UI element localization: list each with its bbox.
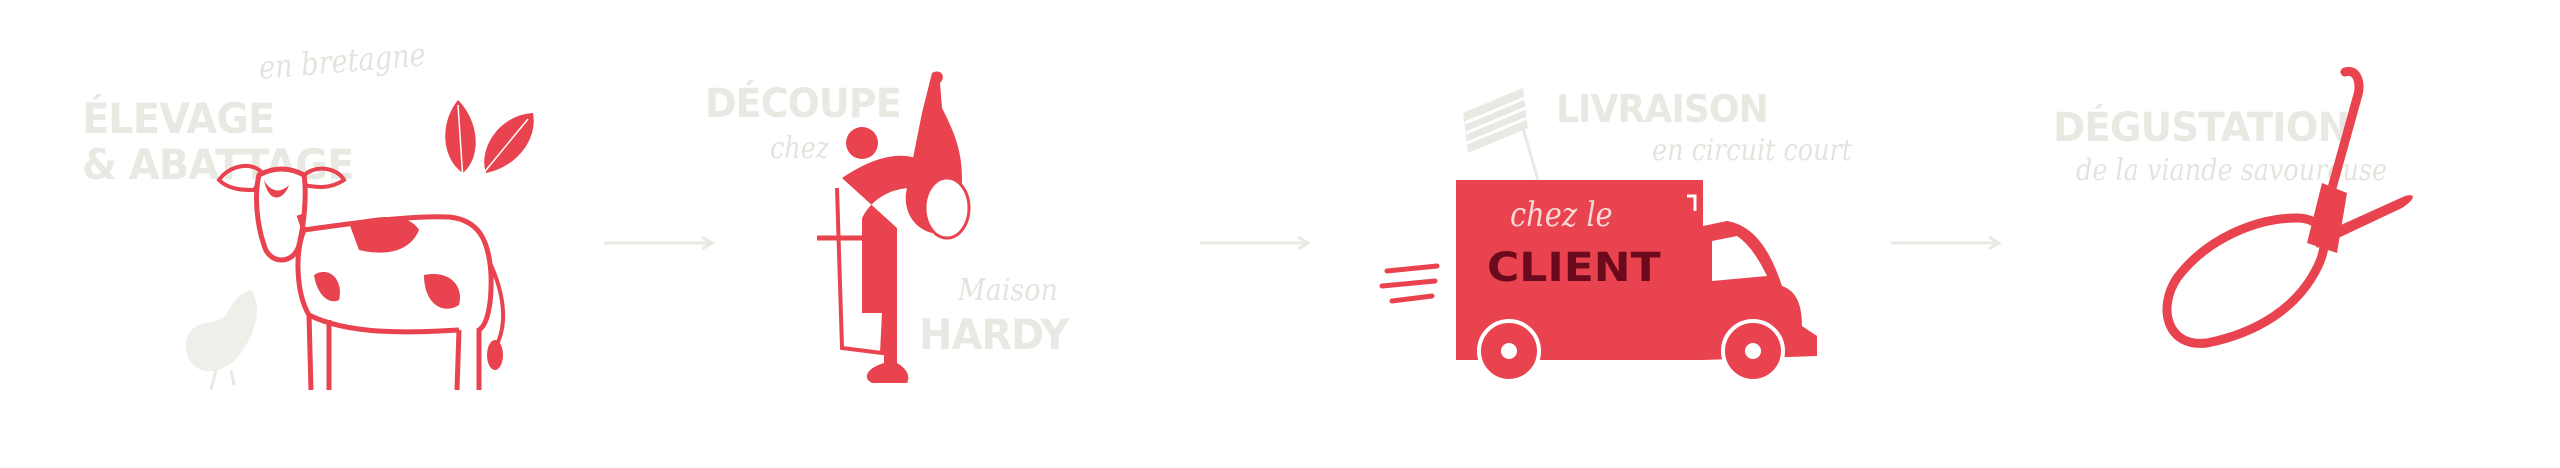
step4-title: DÉGUSTATION — [2053, 105, 2350, 151]
delivery-truck-icon — [1379, 180, 1817, 383]
arrow-right-icon — [604, 235, 715, 251]
truck-script: chez le — [1510, 195, 1613, 235]
butcher-icon — [817, 71, 971, 383]
arrow-right-icon — [1891, 235, 2002, 251]
cow-icon — [216, 164, 506, 391]
step1-title-line1: ÉLEVAGE — [82, 94, 275, 143]
brand-script: Maison — [958, 273, 1058, 308]
step1-script: en bretagne — [257, 35, 427, 87]
truck-title: CLIENT — [1487, 245, 1661, 291]
frying-pan-spatula-icon — [2162, 66, 2413, 348]
step3-title: LIVRAISON — [1556, 87, 1769, 131]
brand-name: HARDY — [919, 310, 1069, 359]
flag-icon — [1463, 88, 1540, 181]
step2-script: chez — [770, 131, 830, 166]
step2-title: DÉCOUPE — [705, 81, 902, 127]
leaves-icon — [445, 100, 534, 181]
step3-script: en circuit court — [1652, 133, 1852, 168]
chicken-icon — [185, 290, 258, 391]
arrow-right-icon — [1200, 235, 1311, 251]
